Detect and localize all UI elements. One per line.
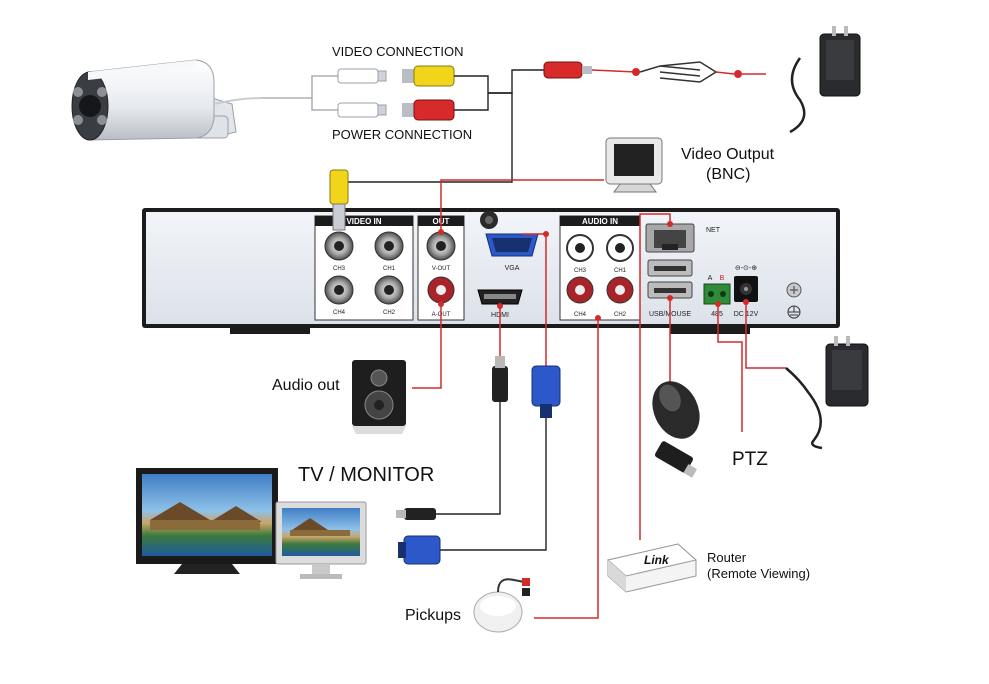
ch1-video-label: CH1 (383, 266, 396, 272)
splitter-plug (543, 61, 592, 79)
ch2-video-label: CH2 (383, 310, 396, 316)
rs485-a-label: A (708, 275, 713, 282)
ch3-video-plug (329, 169, 349, 231)
power-connection-label: POWER CONNECTION (332, 127, 473, 142)
ground-screw-icon (786, 282, 802, 319)
audio-out-label: Audio out (272, 377, 340, 394)
v-out-label: V-OUT (432, 266, 451, 272)
bullet-camera (71, 59, 237, 141)
pickups-label: Pickups (405, 607, 462, 624)
camera-power-connector (337, 102, 387, 118)
router-icon (606, 543, 698, 593)
dc-polarity-symbol: ⊖-⊙-⊕ (735, 265, 757, 272)
usb-ports (647, 259, 693, 299)
video-in-label: VIDEO IN (346, 217, 381, 226)
router-brand: Link (644, 553, 670, 567)
crt-monitor-icon (605, 137, 663, 193)
ch1-audio-label: CH1 (614, 268, 627, 274)
video-connection-label: VIDEO CONNECTION (332, 44, 464, 59)
video-output-label-line1: Video Output (681, 146, 775, 163)
red-power-plug (402, 99, 455, 121)
hdmi-cable (436, 356, 508, 515)
vga-cable (440, 365, 561, 551)
router-label-line2: (Remote Viewing) (707, 566, 811, 581)
camera-bnc-connector (337, 68, 387, 84)
rs485-label: 485 (711, 311, 723, 318)
hdmi-port (477, 289, 523, 305)
vga-label: VGA (505, 265, 520, 272)
audio-in-label: AUDIO IN (582, 217, 618, 226)
rs485-terminal (703, 283, 731, 305)
vga-port (485, 233, 539, 257)
ch4-video-label: CH4 (333, 310, 346, 316)
usb-dongle-icon (655, 441, 698, 478)
pickup-microphone-icon (473, 578, 530, 633)
ch4-audio-label: CH4 (574, 312, 587, 318)
vga-plug-icon (398, 535, 441, 565)
tv-monitor-label: TV / MONITOR (298, 464, 435, 486)
net-port (645, 223, 695, 253)
mouse-icon (652, 381, 700, 439)
monitor-icon (275, 501, 367, 579)
dc-power-jack (734, 276, 758, 302)
video-output-label-line2: (BNC) (706, 166, 751, 183)
ch2-audio-label: CH2 (614, 312, 627, 318)
power-splitter-cable (639, 61, 718, 83)
audio-in-ports (559, 215, 641, 321)
red-wires (412, 179, 786, 619)
ch3-video-label: CH3 (333, 266, 346, 272)
tv-icon (136, 468, 278, 574)
ptz-label: PTZ (732, 449, 768, 470)
net-label: NET (706, 227, 721, 234)
yellow-video-plug (402, 65, 455, 87)
video-in-ports (314, 215, 414, 321)
speaker-icon (352, 360, 406, 434)
power-adapter-icon (789, 26, 861, 134)
ch3-audio-label: CH3 (574, 268, 587, 274)
rs485-b-label: B (720, 275, 725, 282)
power-adapter-bottom-icon (785, 336, 869, 450)
hdmi-plug-icon (396, 508, 436, 520)
router-label-line1: Router (707, 550, 747, 565)
